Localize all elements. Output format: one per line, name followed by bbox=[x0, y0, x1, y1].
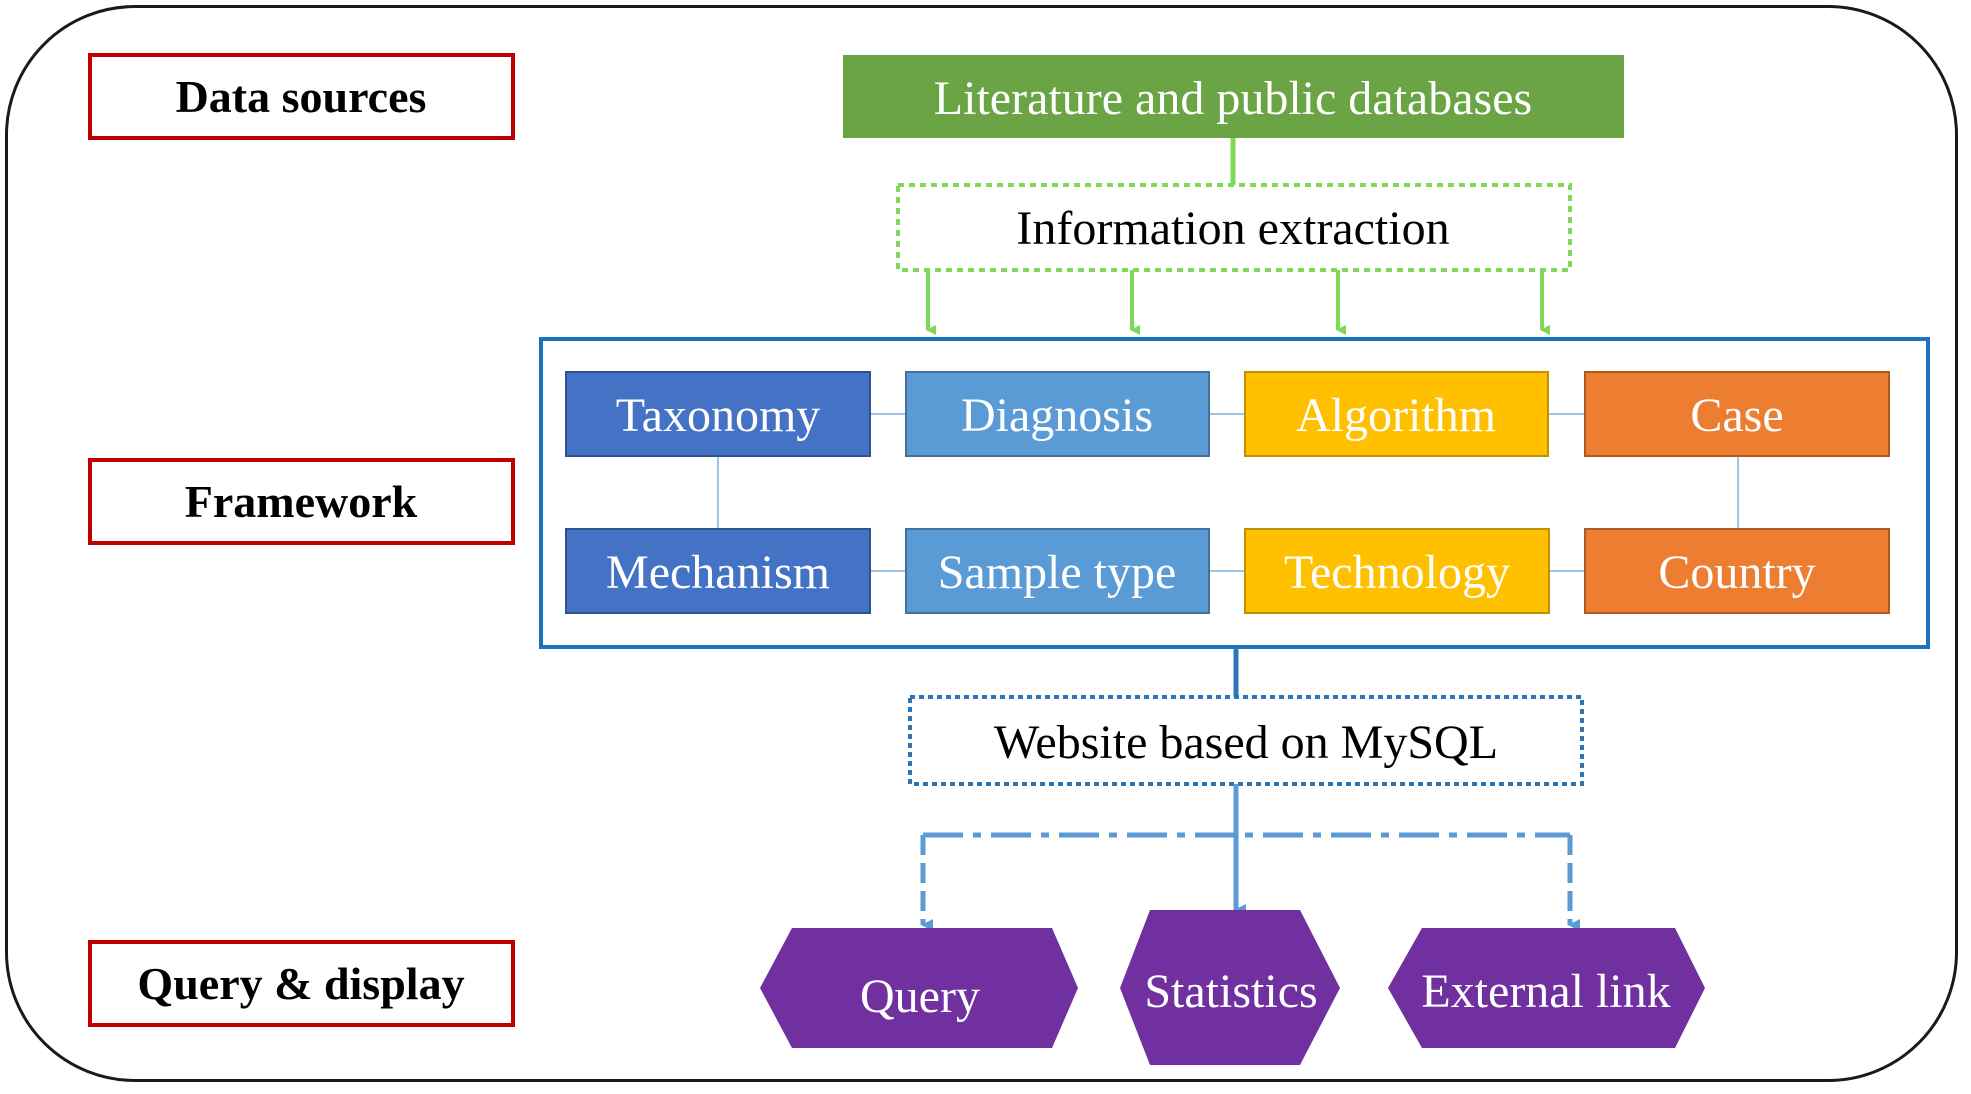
diagram-frame bbox=[5, 5, 1958, 1082]
framework-item-mechanism: Mechanism bbox=[565, 528, 871, 614]
stage-framework: Framework bbox=[88, 458, 515, 545]
framework-item-country: Country bbox=[1584, 528, 1890, 614]
source-box: Literature and public databases bbox=[843, 55, 1624, 138]
framework-item-label: Technology bbox=[1284, 546, 1510, 599]
output-query: Query bbox=[760, 928, 1078, 1048]
website-box: Website based on MySQL bbox=[908, 695, 1584, 786]
framework-item-label: Taxonomy bbox=[616, 389, 821, 442]
output-label: Query bbox=[860, 970, 980, 1023]
framework-item-label: Case bbox=[1690, 389, 1783, 442]
framework-item-label: Sample type bbox=[938, 546, 1177, 599]
website-label: Website based on MySQL bbox=[994, 716, 1498, 769]
source-label: Literature and public databases bbox=[934, 72, 1532, 125]
framework-item-label: Mechanism bbox=[606, 546, 830, 599]
extraction-arrows bbox=[926, 270, 1550, 335]
output-label: Statistics bbox=[1144, 965, 1317, 1018]
stage-query-display: Query & display bbox=[88, 940, 515, 1027]
stage-framework-label: Framework bbox=[185, 476, 418, 527]
stage-query-display-label: Query & display bbox=[137, 958, 464, 1009]
framework-item-technology: Technology bbox=[1244, 528, 1550, 614]
output-external-link: External link bbox=[1388, 928, 1705, 1048]
framework-item-label: Diagnosis bbox=[961, 389, 1153, 442]
framework-connectors bbox=[717, 413, 1739, 572]
framework-item-sample-type: Sample type bbox=[905, 528, 1210, 614]
framework-item-algorithm: Algorithm bbox=[1244, 371, 1549, 457]
extraction-label: Information extraction bbox=[1016, 202, 1449, 255]
output-label: External link bbox=[1421, 965, 1670, 1018]
framework-item-case: Case bbox=[1584, 371, 1890, 457]
stage-data-sources: Data sources bbox=[88, 53, 515, 140]
output-statistics: Statistics bbox=[1120, 910, 1340, 1065]
extraction-box: Information extraction bbox=[896, 183, 1572, 272]
framework-item-taxonomy: Taxonomy bbox=[565, 371, 871, 457]
framework-item-label: Country bbox=[1658, 546, 1815, 599]
stage-data-sources-label: Data sources bbox=[176, 71, 427, 122]
framework-item-label: Algorithm bbox=[1296, 389, 1496, 442]
framework-item-diagnosis: Diagnosis bbox=[905, 371, 1210, 457]
